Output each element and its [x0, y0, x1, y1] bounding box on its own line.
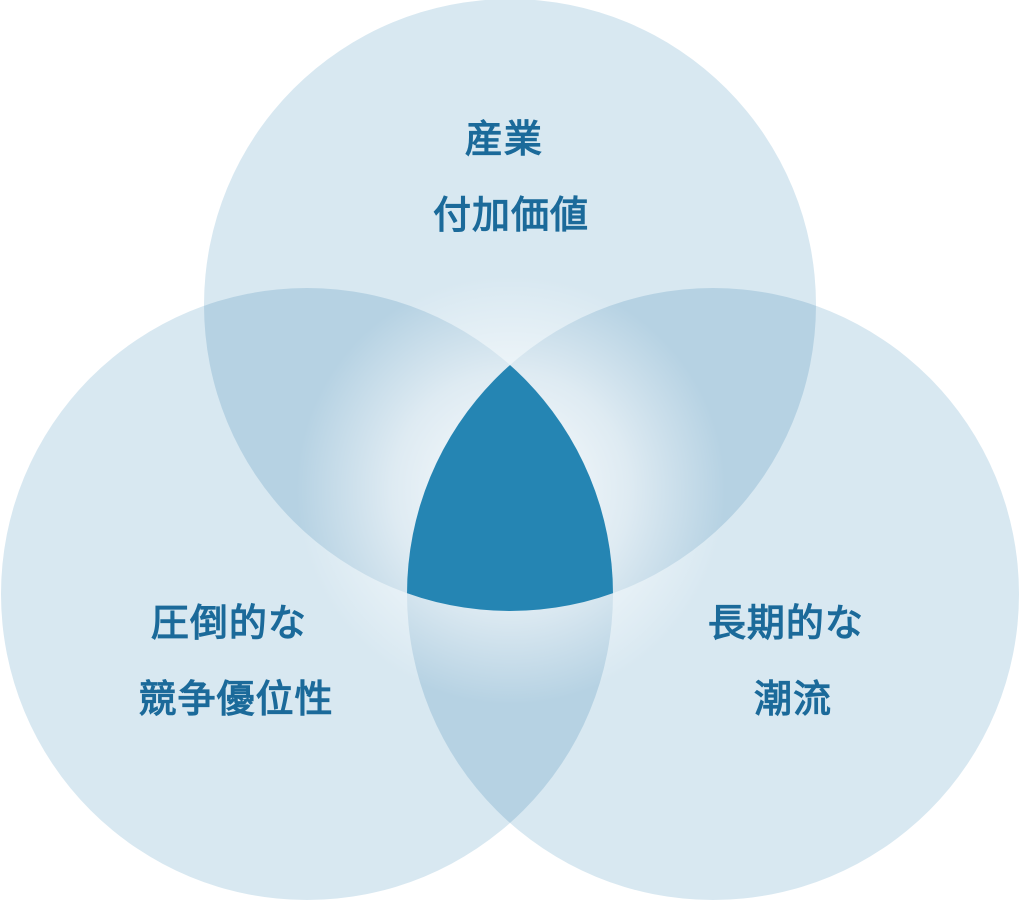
label-right: 長期的な 潮流 — [708, 601, 878, 721]
label-left: 圧倒的な 競争優位性 — [138, 601, 333, 721]
label-top: 産業 付加価値 — [433, 117, 589, 237]
center-overlap — [407, 288, 613, 611]
label-top-line2: 付加価値 — [433, 193, 589, 237]
label-left-line2: 競争優位性 — [138, 677, 333, 721]
label-top-line1: 産業 — [465, 117, 543, 161]
label-right-line2: 潮流 — [754, 677, 832, 721]
label-left-line1: 圧倒的な — [151, 601, 307, 645]
label-right-line1: 長期的な — [708, 601, 864, 645]
